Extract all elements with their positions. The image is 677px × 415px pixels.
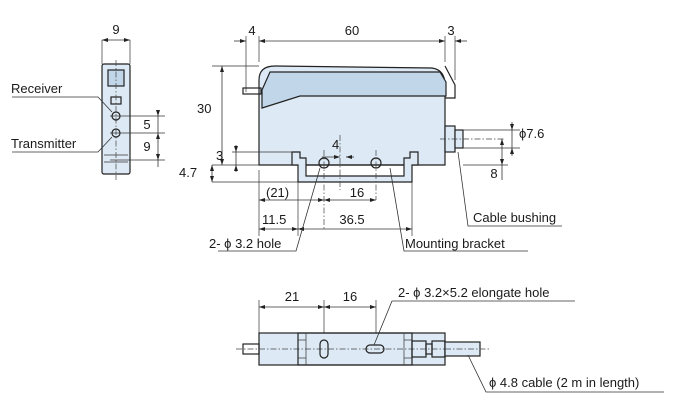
dim-right-3: 3 (447, 23, 454, 38)
receiver-label: Receiver (11, 81, 63, 96)
dim-small-4: 4 (332, 137, 339, 152)
dim-36-5: 36.5 (339, 212, 364, 227)
front-view: 4 60 3 ϕ7.6 8 (179, 23, 562, 252)
dim-height-30: 30 (197, 101, 211, 116)
transmitter-label: Transmitter (11, 136, 77, 151)
amplifier-cover (261, 71, 447, 109)
transmitter-offset-dim: 9 (143, 139, 150, 154)
bracket-label: Mounting bracket (405, 236, 505, 251)
dim-cable-offset: 8 (490, 166, 497, 181)
bottom-view: 21 16 2- ϕ 3.2×5.2 elongate hole ϕ 4.8 c… (236, 285, 664, 393)
dim-length-60: 60 (345, 23, 359, 38)
bushing-label: Cable bushing (473, 210, 556, 225)
side-view: 9 5 9 Receiver Transmitter (11, 22, 165, 180)
elongate-hole-right (365, 344, 385, 354)
dim-cable-dia: ϕ7.6 (519, 126, 544, 141)
dim-slot-3: 3 (216, 148, 223, 163)
dim-21-ref: (21) (266, 185, 289, 200)
dim-16: 16 (350, 185, 364, 200)
dim-left-4: 4 (248, 23, 255, 38)
cable-label: ϕ 4.8 cable (2 m in length) (489, 375, 639, 390)
elongate-hole-left (319, 339, 329, 359)
mounting-bracket (291, 151, 419, 183)
elongate-label: 2- ϕ 3.2×5.2 elongate hole (398, 285, 549, 300)
receiver-offset-dim: 5 (143, 117, 150, 132)
bottom-dim-16: 16 (343, 289, 357, 304)
bottom-dim-21: 21 (285, 289, 299, 304)
dim-11-5: 11.5 (262, 212, 286, 227)
side-width-dim: 9 (112, 22, 119, 37)
dim-bracket-height: 4.7 (179, 165, 197, 180)
hole-label: 2- ϕ 3.2 hole (209, 236, 281, 251)
